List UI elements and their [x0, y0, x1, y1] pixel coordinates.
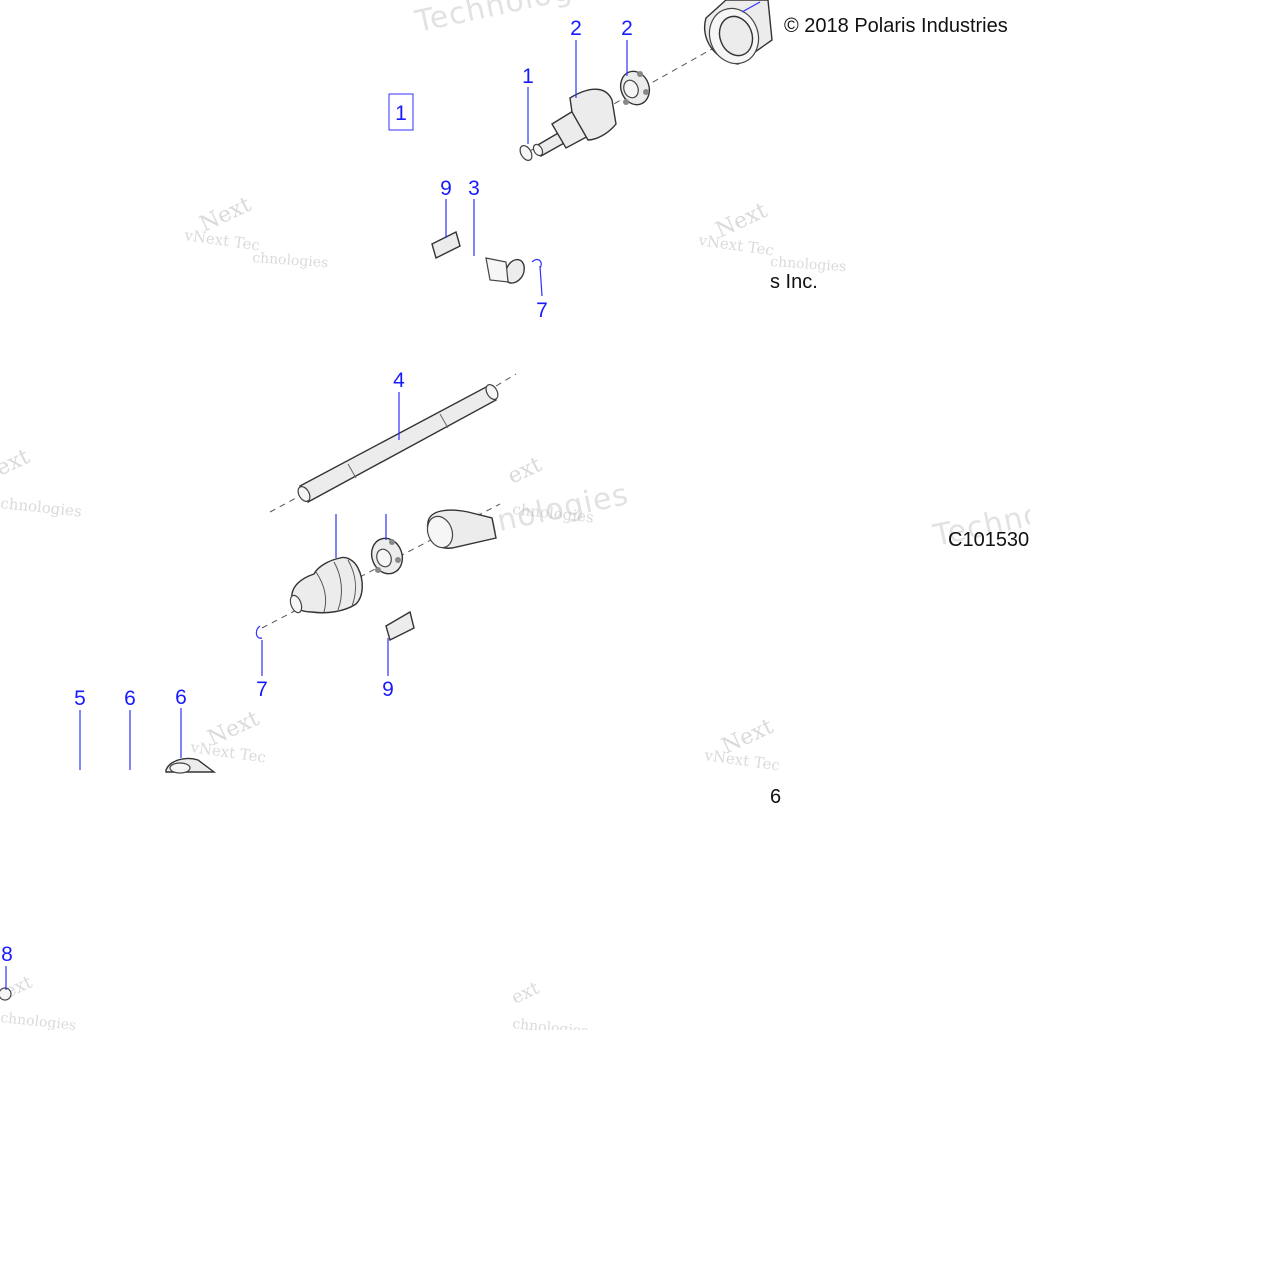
callout-1: 1 — [522, 65, 534, 88]
watermark-tech-5: chnologies — [0, 1010, 77, 1034]
callout-2b: 2 — [621, 17, 633, 40]
callout-box-1: 1 — [395, 102, 407, 125]
hub-fragment — [165, 757, 217, 774]
lower-cv-boot-part — [289, 556, 363, 614]
callout-9b: 9 — [382, 678, 394, 701]
upper-assembly — [431, 0, 773, 284]
callout-4: 4 — [393, 369, 405, 392]
nut-part — [0, 987, 12, 1001]
callout-2a: 2 — [570, 17, 582, 40]
watermark-tech-1: chnologies — [252, 250, 329, 271]
label-pad-upper-part — [431, 230, 461, 260]
watermark-ext-1: ext — [0, 444, 34, 481]
callout-7a: 7 — [536, 299, 548, 322]
upper-cv-boot-part — [704, 0, 773, 65]
callout-9a: 9 — [440, 177, 452, 200]
leader-lines — [5, 40, 628, 990]
label-pad-lower-part — [385, 610, 415, 642]
callout-5: 5 — [74, 687, 86, 710]
retaining-ring-part — [519, 145, 533, 161]
callout-6a: 6 — [124, 687, 136, 710]
inner-cv-housing-part — [426, 509, 497, 549]
watermark-next-1: Next — [196, 192, 255, 237]
meta-text: © 2018 Polaris Industries s Inc. C101530… — [770, 15, 1029, 808]
outer-cv-housing-part — [532, 88, 617, 157]
copyright-fragment: s Inc. — [770, 271, 818, 293]
callout-6b: 6 — [175, 686, 187, 709]
leader-7a — [539, 265, 543, 297]
lower-assembly — [255, 503, 501, 642]
watermark-layer: Technologies Technologies Technologies v… — [0, 0, 1138, 1040]
watermark-ext-4: ext — [508, 977, 543, 1008]
lower-bearing-cage-part — [370, 537, 404, 575]
callout-3: 3 — [468, 177, 480, 200]
callouts: 1 1 2 2 9 3 7 4 7 9 5 6 6 8 — [1, 17, 633, 966]
watermark-tech-2: chnologies — [770, 254, 847, 275]
callout-box-1-frame — [388, 93, 414, 131]
stray-label: 6 — [770, 786, 781, 808]
lower-retaining-ring-part — [255, 625, 263, 639]
callout-8: 8 — [1, 943, 13, 966]
boot-clamp-fragment — [485, 257, 542, 284]
callout-7b: 7 — [256, 678, 268, 701]
watermark-technologies-top: Technologies — [411, 0, 620, 40]
axle-shaft-part — [269, 373, 517, 513]
cv-bearing-cage-part — [619, 70, 651, 106]
watermark-tech-3: chnologies — [0, 494, 83, 520]
figure-code: C101530 — [948, 529, 1029, 551]
copyright-text: © 2018 Polaris Industries — [784, 15, 1008, 37]
